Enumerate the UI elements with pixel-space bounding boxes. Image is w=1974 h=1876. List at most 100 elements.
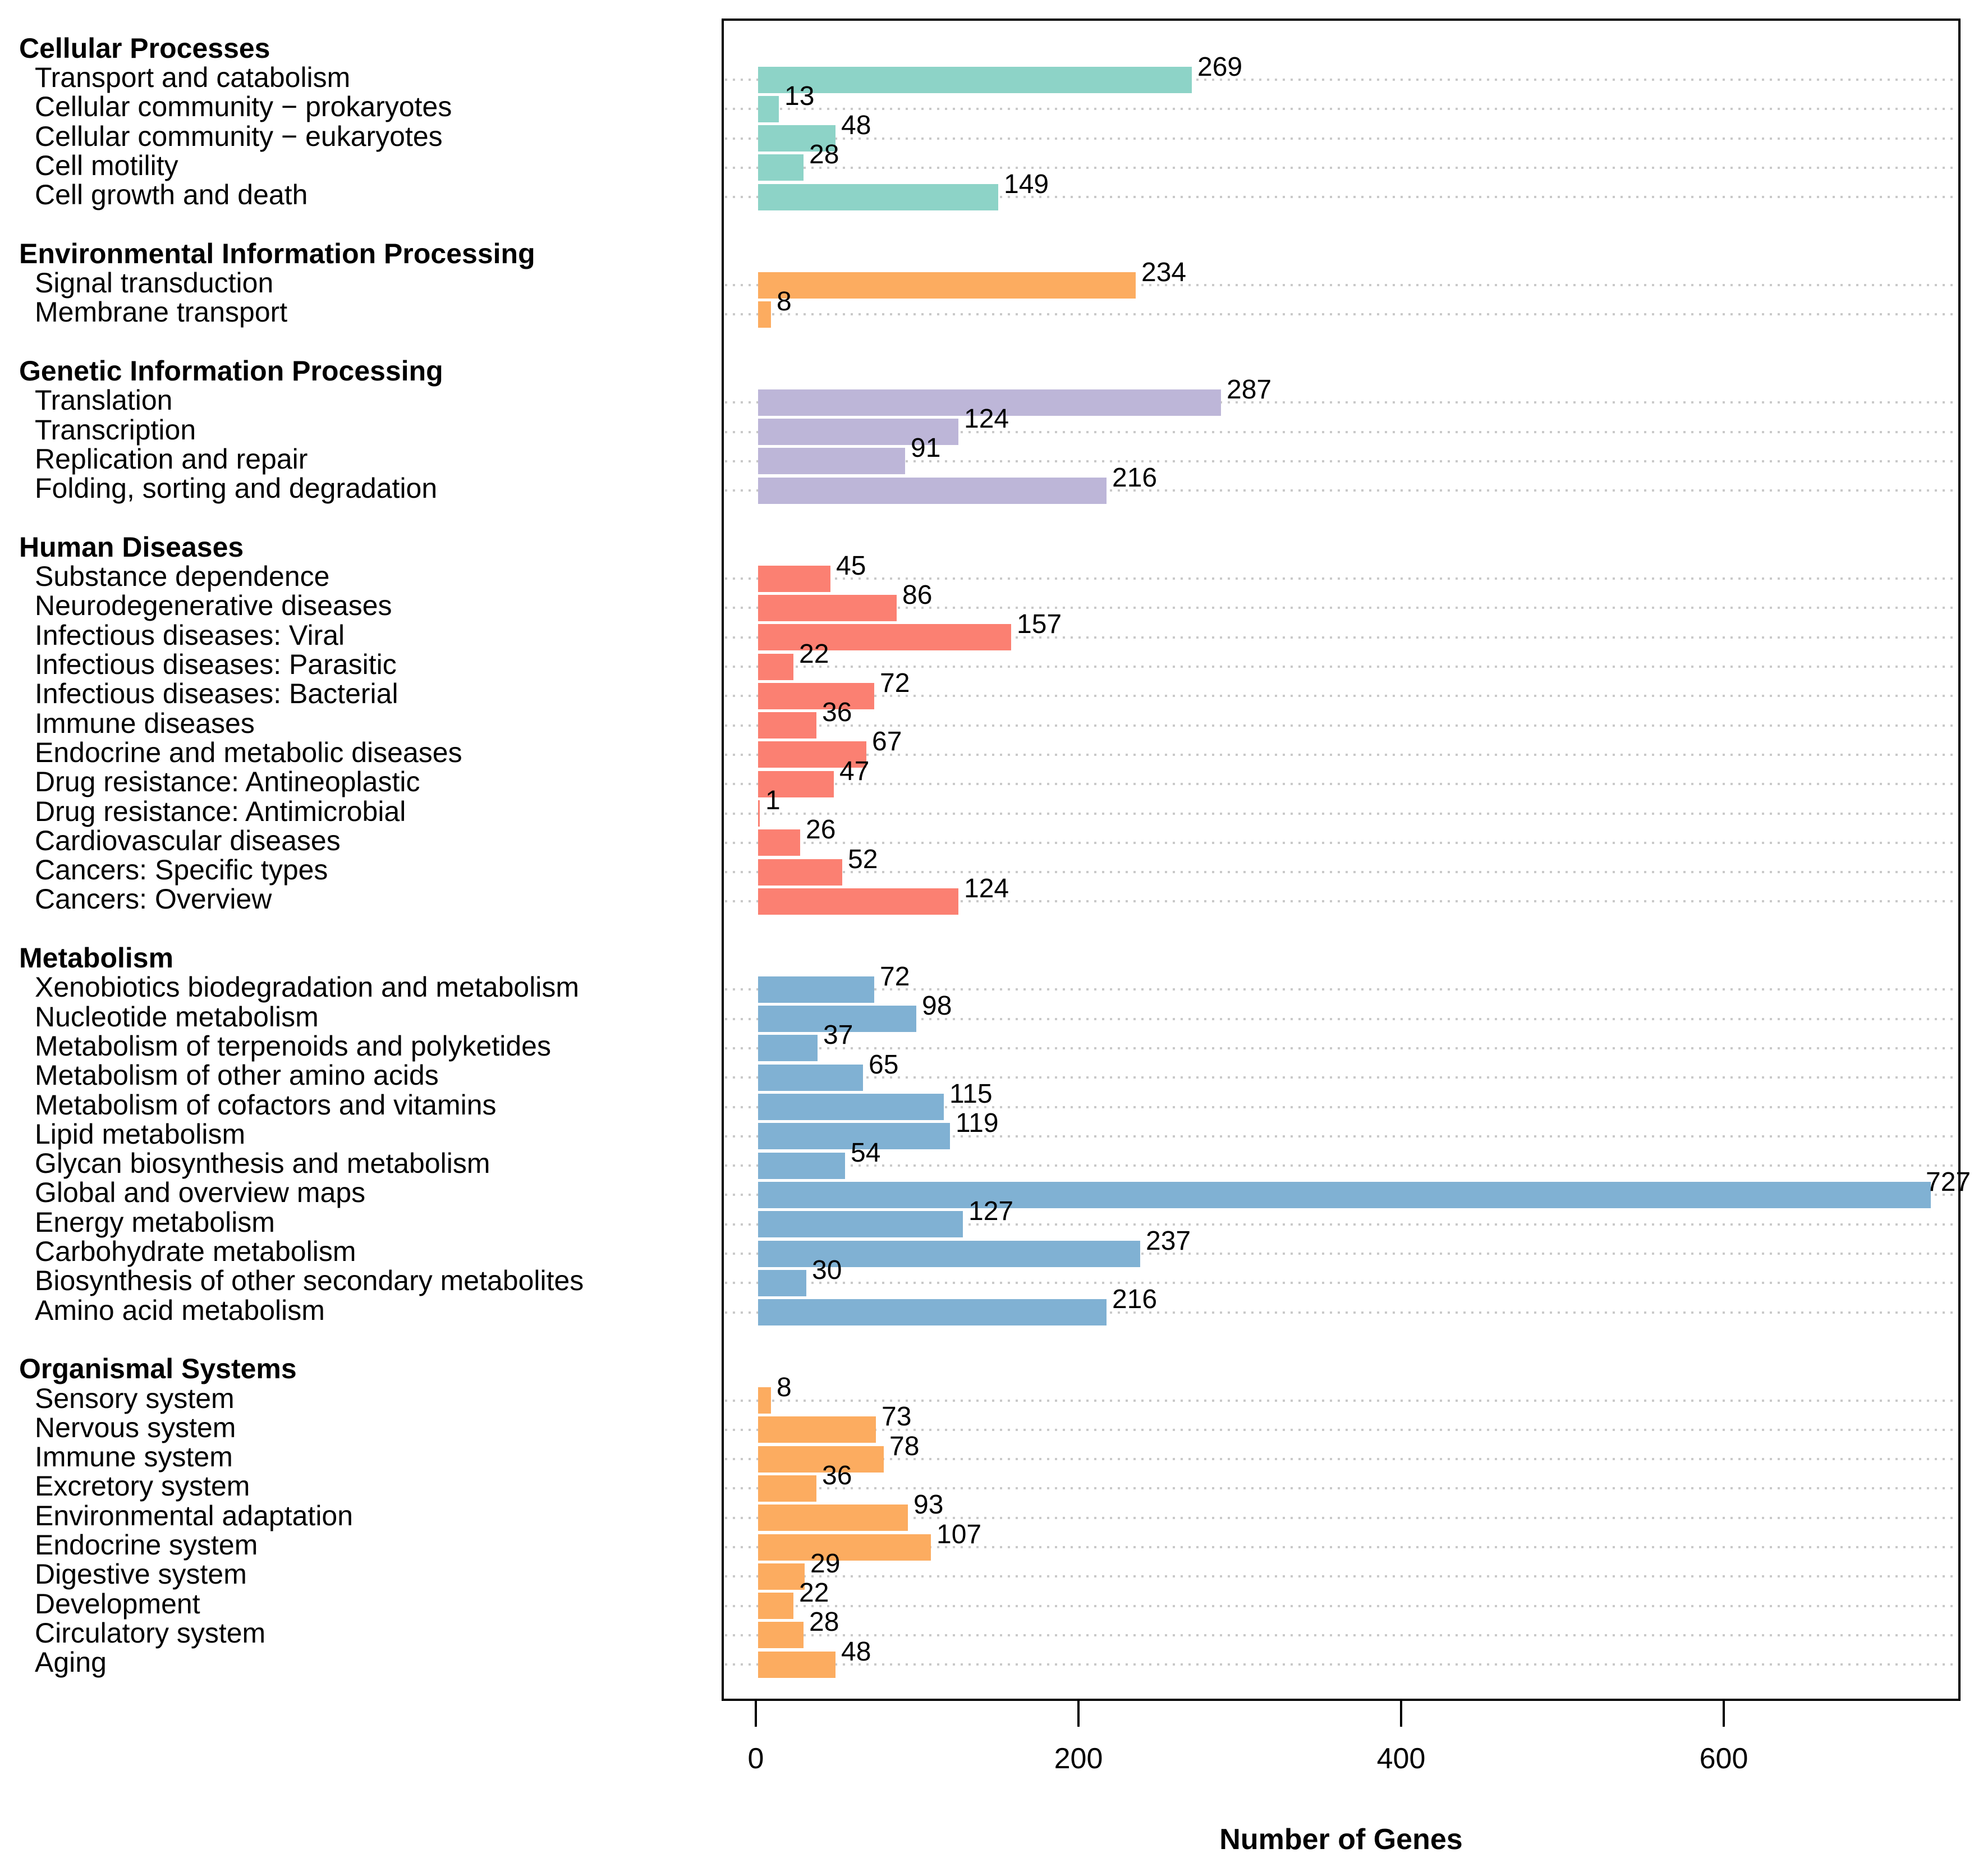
category-label: Biosynthesis of other secondary metaboli… <box>35 1265 584 1297</box>
bar <box>758 1152 845 1179</box>
bar <box>758 770 834 797</box>
category-label: Neurodegenerative diseases <box>35 590 392 622</box>
category-label: Global and overview maps <box>35 1177 366 1209</box>
gridline <box>725 1458 1957 1461</box>
x-tick-label: 600 <box>1699 1742 1748 1775</box>
bar <box>758 859 842 886</box>
value-label: 91 <box>911 433 941 464</box>
value-label: 28 <box>809 140 839 170</box>
category-label: Cellular community − eukaryotes <box>35 120 443 152</box>
category-label: Digestive system <box>35 1558 247 1590</box>
bar <box>758 1563 805 1590</box>
value-label: 8 <box>777 286 792 317</box>
bar <box>758 594 897 621</box>
value-label: 107 <box>936 1519 982 1549</box>
category-label: Drug resistance: Antimicrobial <box>35 795 406 827</box>
value-label: 216 <box>1112 462 1158 493</box>
gridline <box>725 753 1957 756</box>
gridline <box>725 1282 1957 1285</box>
bar <box>758 1593 793 1620</box>
group-heading: Genetic Information Processing <box>19 355 443 387</box>
bar <box>758 1416 876 1443</box>
gridline <box>725 137 1957 140</box>
group-heading: Human Diseases <box>19 531 244 563</box>
value-label: 157 <box>1017 609 1062 640</box>
gridline <box>725 1546 1957 1548</box>
category-label: Cardiovascular diseases <box>35 824 341 856</box>
category-label: Cell growth and death <box>35 179 308 211</box>
gridline <box>725 1253 1957 1255</box>
x-tick <box>1400 1701 1402 1727</box>
bar <box>758 1534 931 1561</box>
gridline <box>725 1516 1957 1519</box>
value-label: 98 <box>922 991 952 1021</box>
x-tick-label: 200 <box>1054 1742 1103 1775</box>
gridline <box>725 430 1957 433</box>
category-label: Metabolism of cofactors and vitamins <box>35 1089 497 1121</box>
gridline <box>725 489 1957 492</box>
bar <box>758 419 958 446</box>
bar <box>758 888 958 915</box>
gridline <box>725 988 1957 991</box>
value-label: 28 <box>809 1607 839 1638</box>
gridline <box>725 401 1957 404</box>
value-label: 115 <box>949 1079 993 1109</box>
value-label: 36 <box>822 1460 852 1490</box>
category-label: Membrane transport <box>35 296 288 328</box>
bar <box>758 1622 804 1649</box>
gridline <box>725 1663 1957 1666</box>
bar <box>758 1269 806 1296</box>
group-heading: Organismal Systems <box>19 1353 297 1385</box>
value-label: 149 <box>1004 169 1049 199</box>
group-heading: Metabolism <box>19 942 174 974</box>
value-label: 54 <box>851 1137 881 1168</box>
x-tick <box>1077 1701 1080 1727</box>
category-label: Glycan biosynthesis and metabolism <box>35 1148 490 1180</box>
value-label: 1 <box>765 786 781 815</box>
value-label: 269 <box>1197 52 1243 82</box>
bar <box>758 1475 816 1502</box>
value-label: 30 <box>812 1255 842 1285</box>
value-label: 29 <box>810 1548 841 1579</box>
category-label: Xenobiotics biodegradation and metabolis… <box>35 971 580 1003</box>
bar <box>758 682 874 709</box>
category-label: Cancers: Specific types <box>35 854 328 886</box>
category-label: Infectious diseases: Viral <box>35 619 345 651</box>
gridline <box>725 1634 1957 1636</box>
bar <box>758 1123 950 1150</box>
value-label: 287 <box>1227 374 1272 405</box>
category-label: Environmental adaptation <box>35 1499 354 1531</box>
gridline <box>725 695 1957 698</box>
value-label: 78 <box>889 1431 920 1461</box>
category-label: Replication and repair <box>35 443 308 475</box>
bar <box>758 1211 963 1238</box>
bar <box>758 1387 771 1414</box>
bar <box>758 1064 863 1091</box>
bar <box>758 1505 908 1531</box>
gridline <box>725 900 1957 903</box>
gridline <box>725 166 1957 169</box>
value-label: 72 <box>880 668 910 698</box>
gridline <box>725 1575 1957 1578</box>
value-label: 65 <box>869 1049 899 1080</box>
category-label: Metabolism of terpenoids and polyketides <box>35 1030 551 1062</box>
gridline <box>725 79 1957 81</box>
gridline <box>725 607 1957 609</box>
category-label: Development <box>35 1588 200 1620</box>
bar <box>758 1006 916 1033</box>
value-label: 216 <box>1112 1285 1158 1315</box>
gridline <box>725 577 1957 580</box>
value-label: 119 <box>956 1108 999 1139</box>
category-label: Transport and catabolism <box>35 62 351 93</box>
bar <box>758 1181 1931 1208</box>
gridline <box>725 724 1957 727</box>
value-label: 22 <box>799 639 829 669</box>
category-label: Sensory system <box>35 1382 235 1414</box>
bar <box>758 184 998 210</box>
value-label: 93 <box>913 1490 944 1520</box>
gridline <box>725 783 1957 786</box>
bar <box>758 800 760 827</box>
bar <box>758 1651 835 1678</box>
